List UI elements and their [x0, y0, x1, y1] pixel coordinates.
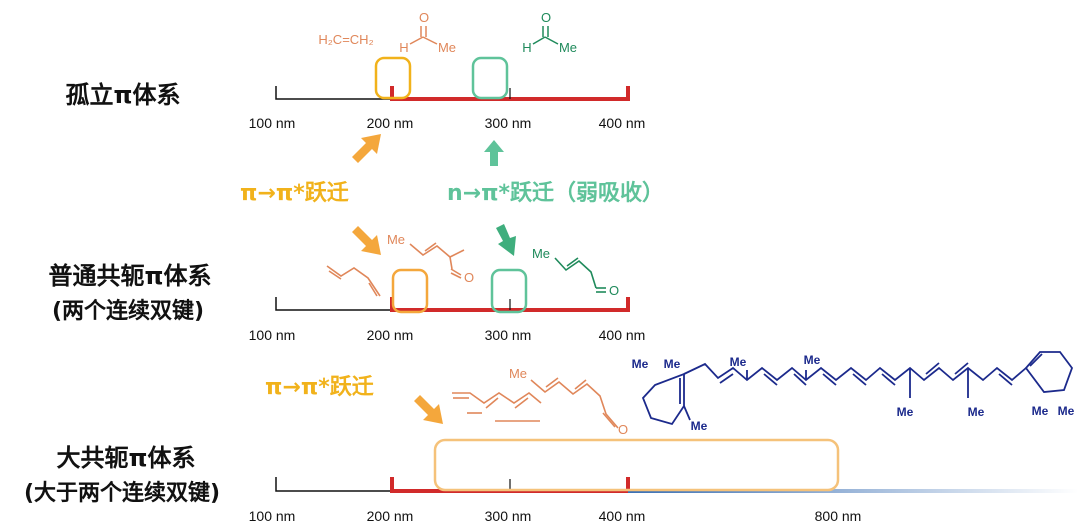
svg-text:Me: Me [730, 355, 747, 369]
svg-text:Me: Me [509, 366, 527, 381]
svg-text:O: O [541, 10, 551, 25]
section-subtitle-extended: (大于两个连续双键) [24, 480, 220, 506]
tick-800nm: 800 nm [815, 508, 862, 524]
tick-200nm: 200 nm [367, 327, 414, 343]
acetaldehyde-green: H O Me [522, 10, 577, 55]
svg-text:Me: Me [1058, 404, 1075, 418]
tick-100nm: 100 nm [249, 327, 296, 343]
tick-100nm: 100 nm [249, 115, 296, 131]
svg-text:Me: Me [387, 232, 405, 247]
svg-text:Me: Me [559, 40, 577, 55]
svg-text:Me: Me [1032, 404, 1049, 418]
tick-200nm: 200 nm [367, 508, 414, 524]
n-pi-band-row-1 [471, 56, 509, 100]
svg-text:O: O [618, 422, 628, 437]
pi-pi-band-row-1 [374, 56, 412, 100]
tick-100nm: 100 nm [249, 508, 296, 524]
svg-text:O: O [464, 270, 474, 285]
tick-300nm: 300 nm [485, 327, 532, 343]
arrow-up-orange [352, 134, 381, 163]
pi-pi-band-row-3 [433, 438, 840, 492]
beta-carotene-molecule: Me Me Me Me Me Me Me Me Me [632, 351, 1075, 433]
section-title-isolated: 孤立π体系 [66, 81, 181, 109]
section-title-conjugated: 普通共轭π体系 [49, 262, 212, 290]
arrow-down-green [496, 224, 516, 256]
label-n-pi-transition: n→π*跃迁（弱吸收） [447, 180, 664, 206]
tick-400nm: 400 nm [599, 508, 646, 524]
hexatriene-molecule [452, 392, 542, 422]
tick-400nm: 400 nm [599, 327, 646, 343]
butadiene-molecule [326, 265, 381, 297]
tick-300nm: 300 nm [485, 115, 532, 131]
svg-text:Me: Me [664, 357, 681, 371]
tick-300nm: 300 nm [485, 508, 532, 524]
arrow-down-orange-2 [414, 395, 443, 424]
tick-200nm: 200 nm [367, 115, 414, 131]
svg-text:O: O [419, 10, 429, 25]
acetaldehyde-orange: H O Me [399, 10, 456, 55]
hexatrienal-molecule: Me O [509, 366, 628, 437]
section-subtitle-conjugated: (两个连续双键) [52, 298, 204, 324]
svg-text:Me: Me [438, 40, 456, 55]
svg-text:Me: Me [632, 357, 649, 371]
pi-pi-band-row-2 [391, 268, 429, 314]
svg-text:H: H [399, 40, 408, 55]
ethylene-formula: H₂C=CH₂ [318, 32, 373, 47]
axis-row-2: 100 nm 200 nm 300 nm 400 nm [249, 297, 646, 343]
crotonaldehyde-green: Me O [532, 246, 619, 298]
svg-text:Me: Me [804, 353, 821, 367]
tick-400nm: 400 nm [599, 115, 646, 131]
arrow-down-orange [352, 226, 381, 255]
svg-text:Me: Me [532, 246, 550, 261]
label-pi-pi-transition-2: π→π*跃迁 [265, 375, 374, 400]
axis-row-1: 100 nm 200 nm 300 nm 400 nm [249, 86, 646, 131]
label-pi-pi-transition-1: π→π*跃迁 [240, 181, 349, 206]
svg-text:Me: Me [691, 419, 708, 433]
section-title-extended: 大共轭π体系 [57, 444, 196, 472]
n-pi-band-row-2 [490, 268, 528, 314]
axis-row-3: 100 nm 200 nm 300 nm 400 nm 800 nm [249, 477, 1078, 524]
arrow-up-green [484, 140, 504, 166]
svg-text:H: H [522, 40, 531, 55]
svg-text:Me: Me [897, 405, 914, 419]
crotonaldehyde-orange: Me O [387, 232, 474, 285]
svg-text:O: O [609, 283, 619, 298]
svg-text:Me: Me [968, 405, 985, 419]
